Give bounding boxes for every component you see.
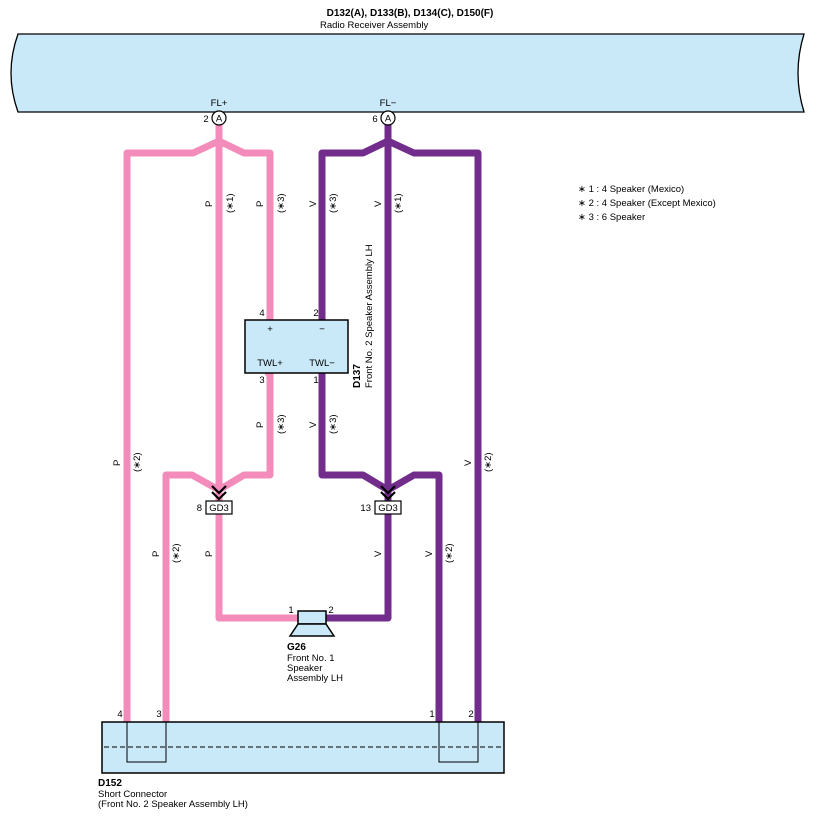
- svg-text:A: A: [385, 114, 392, 125]
- speaker-id: G26: [287, 642, 306, 653]
- radio-pin-fl-plus-label: FL+: [211, 98, 228, 109]
- note-1: ∗ 1 : 4 Speaker (Mexico): [578, 184, 684, 195]
- label-p-tweeter-lower: P: [255, 422, 266, 428]
- label-n3-tweeter-lower: (∗3): [276, 414, 287, 434]
- label-n2-outer-right: (∗2): [483, 452, 494, 472]
- tweeter-plus-symbol: +: [267, 324, 273, 335]
- radio-pin-6-number: 6: [372, 114, 377, 125]
- speaker-name-line2: Speaker: [287, 663, 322, 674]
- gd3-right-pin-number: 13: [360, 503, 371, 514]
- gd3-right-label: GD3: [378, 503, 398, 514]
- tweeter-pin-4-number: 4: [259, 308, 264, 319]
- radio-connector-a-right: A: [380, 110, 396, 126]
- tweeter-pin-1-number: 1: [313, 375, 318, 386]
- tweeter-name: Front No. 2 Speaker Assembly LH: [364, 244, 375, 388]
- wire-p-to-speaker: [215, 514, 300, 622]
- radio-connector-a-left: A: [211, 110, 227, 126]
- short-connector-name-line1: Short Connector: [98, 789, 167, 800]
- speaker-pin-1-number: 1: [288, 605, 293, 616]
- short-pin-4-number: 4: [117, 709, 122, 720]
- gd3-left-junction: GD3: [205, 485, 233, 515]
- tweeter-pin-2-number: 2: [313, 308, 318, 319]
- label-v-tweeter-lower: V: [308, 421, 319, 428]
- label-p-outer-left: P: [112, 460, 123, 466]
- gd3-left-label: GD3: [209, 503, 229, 514]
- svg-text:A: A: [216, 114, 223, 125]
- radio-pin-2-number: 2: [203, 114, 208, 125]
- radio-receiver-box: [10, 33, 805, 113]
- label-n2-outer-left: (∗2): [132, 452, 143, 472]
- label-n2-short-1: (∗2): [444, 543, 455, 563]
- gd3-right-junction: GD3: [374, 485, 402, 515]
- label-n3-tweeter-upper: (∗3): [276, 193, 287, 213]
- wire-v-tweeter-return: [318, 372, 390, 494]
- wire-p-tweeter-return: [217, 368, 274, 494]
- short-connector-name-line2: (Front No. 2 Speaker Assembly LH): [98, 799, 248, 810]
- speaker-icon: [288, 610, 336, 637]
- tweeter-box: [244, 319, 349, 374]
- label-n2-short-3: (∗2): [171, 543, 182, 563]
- tweeter-twl-minus-label: TWL−: [309, 358, 335, 369]
- short-pin-3-number: 3: [156, 709, 161, 720]
- label-p-tweeter-upper: P: [255, 201, 266, 207]
- note-2: ∗ 2 : 4 Speaker (Except Mexico): [578, 198, 716, 209]
- label-n1-main-upper: (∗1): [225, 193, 236, 213]
- short-connector-left-bridge: [126, 721, 167, 763]
- radio-name: Radio Receiver Assembly: [320, 20, 428, 31]
- short-connector-id: D152: [98, 778, 122, 789]
- label-p-short-3: P: [151, 551, 162, 557]
- short-pin-2-number: 2: [468, 709, 473, 720]
- label-v-to-speaker: V: [373, 550, 384, 557]
- radio-pin-fl-minus-label: FL−: [380, 98, 397, 109]
- tweeter-minus-symbol: −: [319, 324, 325, 335]
- wire-p-to-tweeter: [217, 137, 274, 322]
- wire-v-to-speaker: [324, 514, 392, 622]
- label-n3-v-tweeter-lower: (∗3): [328, 414, 339, 434]
- speaker-name-line1: Front No. 1: [287, 653, 335, 664]
- wire-v-short-1: [386, 471, 443, 722]
- short-connector-right-bridge: [438, 721, 479, 763]
- wire-v-to-tweeter: [318, 137, 390, 322]
- wire-p-short-3: [162, 471, 221, 722]
- label-p-to-speaker: P: [204, 551, 215, 557]
- label-v-main-upper: V: [373, 200, 384, 207]
- tweeter-id: D137: [352, 364, 363, 388]
- wire-v-outer-right: [386, 137, 482, 722]
- wire-p-outer-left: [123, 137, 221, 722]
- tweeter-pin-3-number: 3: [259, 375, 264, 386]
- label-v-short-1: V: [424, 550, 435, 557]
- speaker-pin-2-number: 2: [328, 605, 333, 616]
- label-v-outer-right: V: [463, 459, 474, 466]
- speaker-name-line3: Assembly LH: [287, 673, 343, 684]
- radio-ids: D132(A), D133(B), D134(C), D150(F): [327, 8, 494, 19]
- tweeter-twl-plus-label: TWL+: [257, 358, 283, 369]
- label-n1-v-main-upper: (∗1): [393, 193, 404, 213]
- gd3-left-pin-number: 8: [197, 503, 202, 514]
- label-p-main-upper: P: [204, 201, 215, 207]
- label-n3-v-tweeter-upper: (∗3): [328, 193, 339, 213]
- note-3: ∗ 3 : 6 Speaker: [578, 212, 645, 223]
- short-pin-1-number: 1: [429, 709, 434, 720]
- label-v-tweeter-upper: V: [308, 200, 319, 207]
